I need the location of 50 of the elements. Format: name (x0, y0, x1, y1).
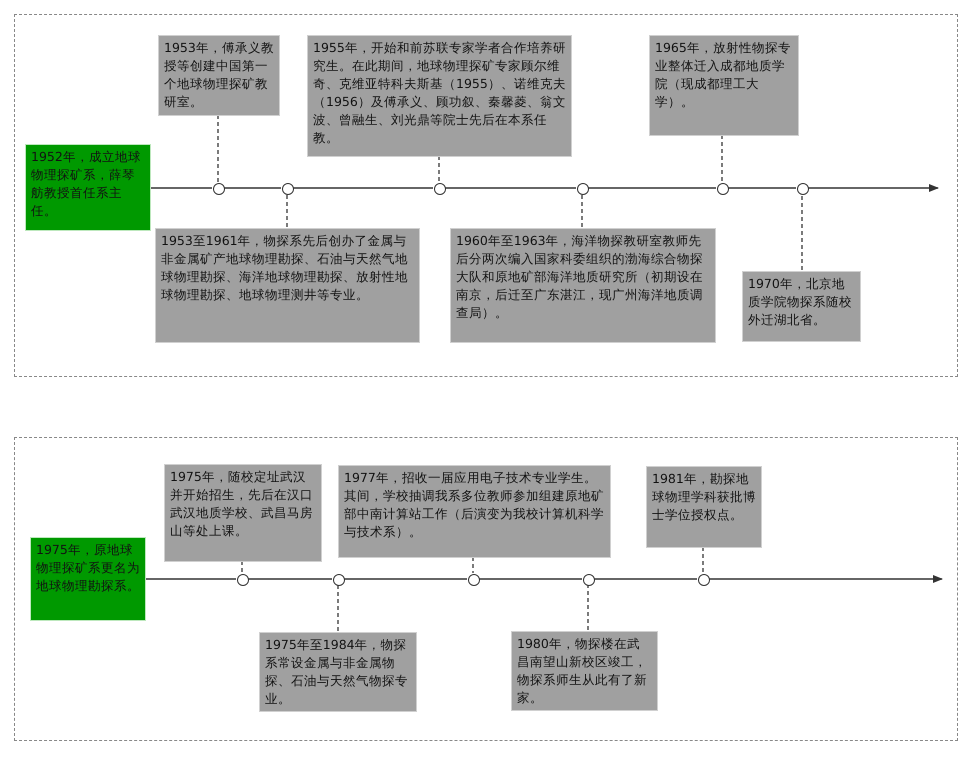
event-note: 1953年，傅承义教授等创建中国第一个地球物理探矿教研室。 (158, 35, 280, 116)
event-note: 1980年，物探楼在武昌南望山新校区竣工，物探系师生从此有了新家。 (511, 631, 658, 711)
timeline-line (479, 578, 582, 580)
leader-line (581, 194, 583, 227)
event-note: 1977年，招收一届应用电子技术专业学生。其间，学校抽调我系多位教师参加组建原地矿部中南计算站工作（后演变为我校计算机科学与技术系）。 (338, 465, 611, 558)
dashed-panel (14, 437, 958, 741)
event-note: 1975年至1984年，物探系常设金属与非金属物探、石油与天然气物探专业。 (259, 632, 417, 712)
timeline-line (445, 187, 576, 189)
timeline-marker (583, 574, 595, 586)
leader-line (286, 194, 288, 227)
leader-line (217, 115, 219, 182)
event-note: 1965年，放射性物探专业整体迁入成都地质学院（现成都理工大学）。 (649, 35, 799, 136)
timeline-line (150, 187, 212, 189)
timeline-marker (717, 183, 729, 195)
leader-line (438, 156, 440, 182)
leader-line (587, 585, 589, 630)
event-note: 1953至1961年，物探系先后创办了金属与非金属矿产地球物理勘探、石油与天然气地球物理勘探、海洋地球物理勘探、放射性地球物理勘探、地球物理测井等专业。 (155, 228, 420, 343)
event-note: 1955年，开始和前苏联专家学者合作培养研究生。在此期间，地球物理探矿专家顾尔维奇、克维亚特科夫斯基（1955）、诺维克夫（1956）及傅承义、顾功叙、秦馨菱、翁文波、曾融生、刘光鼎等院士先后在本系任教。 (307, 35, 572, 157)
timeline-line (248, 578, 332, 580)
event-note: 1970年，北京地质学院物探系随校外迁湖北省。 (742, 271, 861, 342)
timeline-line (594, 578, 697, 580)
timeline-marker (797, 183, 809, 195)
leader-line (472, 557, 474, 573)
timeline-marker (698, 574, 710, 586)
timeline-line (588, 187, 716, 189)
timeline-line (145, 578, 236, 580)
leader-line (241, 561, 243, 573)
timeline-arrow (808, 184, 939, 192)
timeline-arrow (709, 575, 943, 583)
leader-line (801, 194, 803, 270)
timeline-marker (434, 183, 446, 195)
timeline-marker (577, 183, 589, 195)
timeline-marker (468, 574, 480, 586)
event-note: 1960年至1963年，海洋物探教研室教师先后分两次编入国家科委组织的渤海综合物探大队和原地矿部海洋地质研究所（初期设在南京，后迁至广东湛江，现广州海洋地质调查局）。 (450, 228, 716, 343)
event-note: 1981年，勘探地球物理学科获批博士学位授权点。 (646, 466, 762, 548)
dashed-panel (14, 14, 958, 377)
timeline-line (728, 187, 796, 189)
leader-line (337, 585, 339, 631)
timeline-marker (213, 183, 225, 195)
timeline-line (224, 187, 281, 189)
leader-line (721, 135, 723, 182)
timeline-marker (333, 574, 345, 586)
timeline-line (293, 187, 433, 189)
event-note: 1975年，随校定址武汉并开始招生，先后在汉口武汉地质学校、武昌马房山等处上课。 (164, 464, 322, 562)
timeline-marker (282, 183, 294, 195)
leader-line (702, 547, 704, 573)
timeline-line (344, 578, 467, 580)
timeline-marker (237, 574, 249, 586)
event-note: 1952年，成立地球物理探矿系，薛琴舫教授首任系主任。 (25, 144, 151, 231)
event-note: 1975年，原地球物理探矿系更名为地球物理勘探系。 (30, 537, 146, 621)
